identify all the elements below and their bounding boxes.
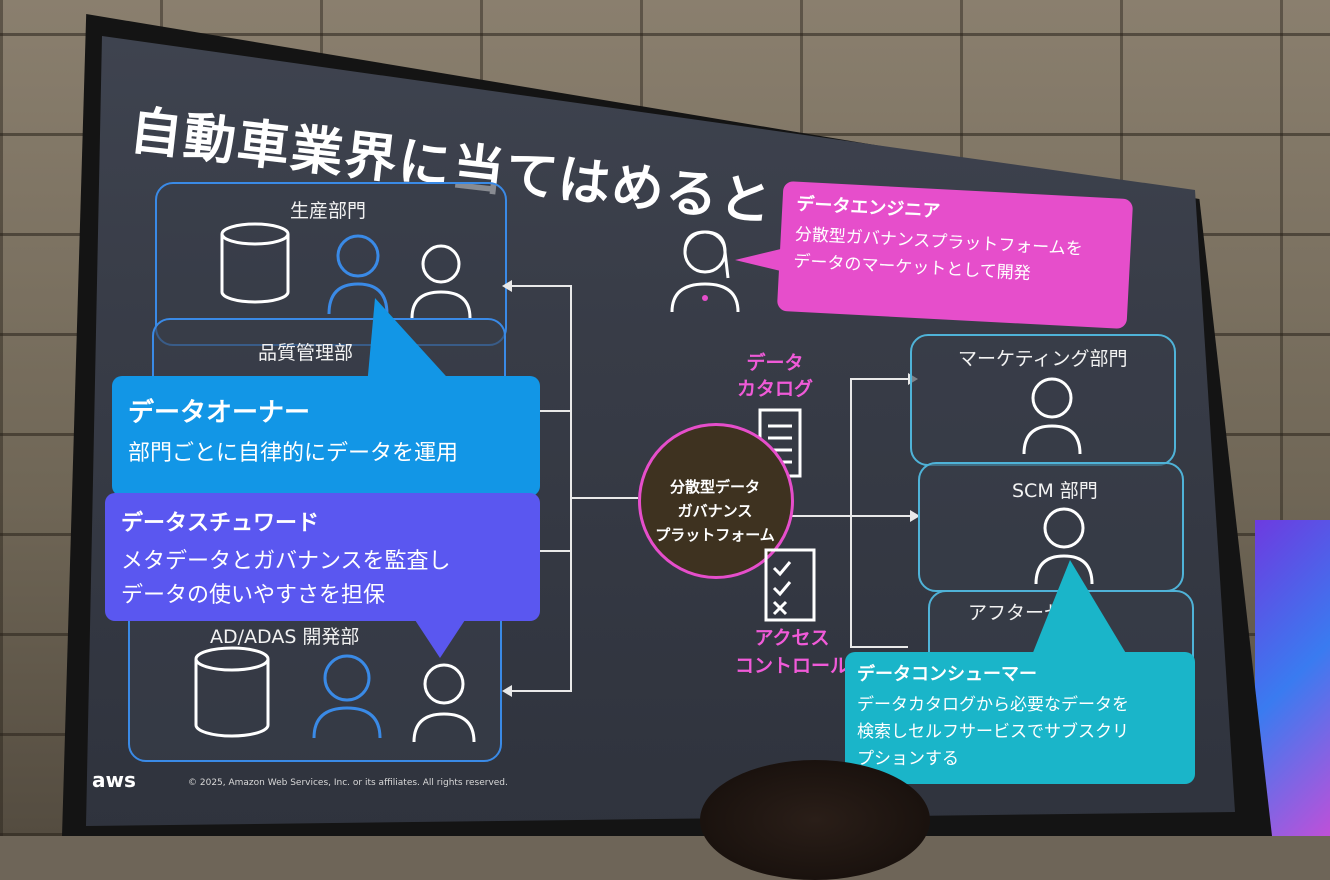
connector-line — [570, 497, 638, 499]
marketing-dept-label: マーケティング部門 — [958, 348, 1128, 370]
connector-line — [540, 410, 572, 412]
connector-line — [850, 378, 852, 648]
connector-line — [788, 515, 910, 517]
catalog-line1: データ — [746, 352, 804, 374]
copyright-text: © 2025, Amazon Web Services, Inc. or its… — [188, 778, 508, 788]
consumer-callout-body1: データカタログから必要なデータを — [857, 695, 1129, 715]
engineer-callout: データエンジニア 分散型ガバナンスプラットフォームを データのマーケットとして開… — [776, 180, 1134, 330]
quality-dept-label: 品質管理部 — [258, 342, 354, 364]
connector-line — [510, 690, 572, 692]
arrow-head — [502, 685, 512, 697]
access-line2: コントロール — [734, 655, 849, 677]
production-dept-label: 生産部門 — [290, 200, 367, 222]
scm-dept-label: SCM 部門 — [1012, 480, 1098, 502]
side-screen — [1255, 520, 1330, 836]
consumer-callout-body2: 検索しセルフサービスでサブスクリ — [857, 722, 1129, 742]
steward-callout: データスチュワード メタデータとガバナンスを監査し データの使いやすさを担保 — [105, 493, 540, 621]
consumer-callout-title: データコンシューマー — [857, 664, 1037, 685]
owner-callout-body1: 部門ごとに自律的にデータを運用 — [128, 441, 459, 466]
access-label: アクセス コントロール — [722, 624, 862, 680]
platform-line1: 分散型データ — [669, 478, 760, 496]
steward-callout-body2: データの使いやすさを担保 — [121, 583, 386, 608]
arrow-head — [910, 510, 920, 522]
platform-line3: プラットフォーム — [655, 526, 775, 544]
steward-callout-title: データスチュワード — [121, 511, 320, 536]
catalog-label: データ カタログ — [735, 350, 815, 402]
checklist-icon — [764, 548, 816, 622]
person-icon — [312, 654, 382, 739]
platform-line2: ガバナンス — [677, 502, 753, 520]
steward-callout-body1: メタデータとガバナンスを監査し — [121, 549, 451, 574]
database-icon — [220, 222, 290, 304]
arrow-head — [502, 280, 512, 292]
platform-circle — [638, 423, 794, 579]
access-line1: アクセス — [754, 627, 830, 649]
adas-dept-label: AD/ADAS 開発部 — [210, 626, 360, 648]
connector-line — [570, 285, 572, 690]
connector-line — [850, 378, 908, 380]
owner-callout-title: データオーナー — [128, 398, 311, 428]
steward-callout-pointer — [415, 620, 465, 658]
person-icon — [1022, 377, 1082, 455]
consumer-callout: データコンシューマー データカタログから必要なデータを 検索しセルフサービスでサ… — [845, 652, 1195, 784]
platform-label: 分散型データ ガバナンス プラットフォーム — [650, 475, 780, 547]
engineer-icon — [670, 230, 740, 313]
owner-callout: データオーナー 部門ごとに自律的にデータを運用 — [112, 376, 540, 496]
consumer-callout-body3: プションする — [857, 749, 959, 769]
engineer-callout-pointer — [735, 248, 785, 272]
audience-head — [700, 760, 930, 880]
connector-line — [540, 550, 572, 552]
consumer-callout-pointer — [1030, 560, 1130, 660]
catalog-line2: カタログ — [736, 378, 813, 400]
database-icon — [194, 646, 270, 738]
connector-line — [850, 646, 908, 648]
person-icon — [412, 663, 476, 743]
aws-logo: aws — [92, 768, 136, 792]
connector-line — [510, 285, 572, 287]
